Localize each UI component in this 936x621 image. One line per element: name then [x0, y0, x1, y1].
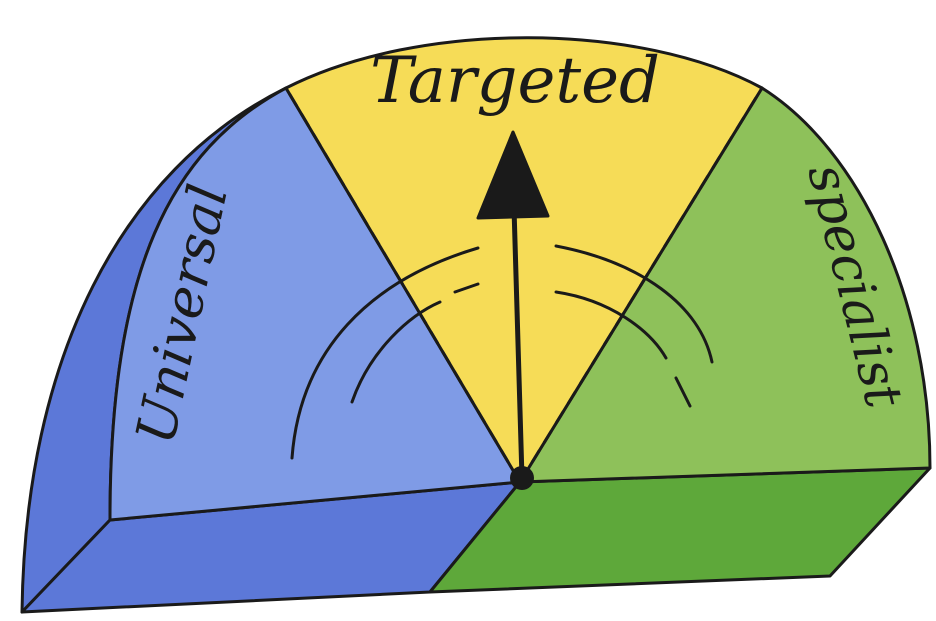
needle-pivot [510, 466, 534, 490]
label-targeted: Targeted [370, 44, 660, 118]
